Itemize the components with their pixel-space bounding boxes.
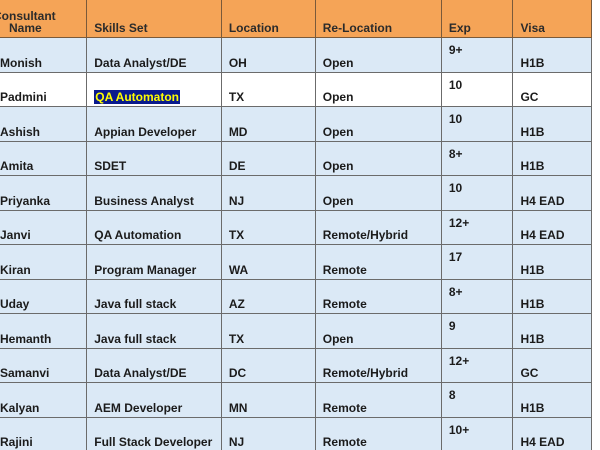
cell-location: NJ xyxy=(220,175,316,211)
cell-name: Ashish xyxy=(0,106,88,142)
cell-visa: H1B xyxy=(512,244,592,280)
table-row: Priyanka Business Analyst NJ Open 10 H4 … xyxy=(0,175,592,211)
cell-location: MD xyxy=(220,106,316,142)
cell-location: DE xyxy=(220,140,316,176)
table-row: Rajini Full Stack Developer NJ Remote 10… xyxy=(0,416,592,450)
cell-visa: H1B xyxy=(512,37,592,73)
header-relocation: Re-Location xyxy=(314,0,442,38)
cell-relocation: Open xyxy=(314,106,442,142)
cell-relocation: Remote xyxy=(314,416,442,450)
cell-skills: SDET xyxy=(86,140,222,176)
cell-skills: Appian Developer xyxy=(86,106,222,142)
table-row: Ashish Appian Developer MD Open 10 H1B xyxy=(0,106,592,142)
cell-name: Amita xyxy=(0,140,88,176)
cell-location: TX xyxy=(220,71,316,107)
cell-skills: QA Automation xyxy=(86,209,222,245)
cell-exp: 8 xyxy=(440,382,514,418)
table-row: Monish Data Analyst/DE OH Open 9+ H1B xyxy=(0,37,592,73)
cell-visa: H4 EAD xyxy=(512,175,592,211)
header-consultant-name: Consultant Name xyxy=(0,0,88,38)
cell-location: MN xyxy=(220,382,316,418)
table-row: Samanvi Data Analyst/DE DC Remote/Hybrid… xyxy=(0,347,592,383)
cell-visa: GC xyxy=(512,347,592,383)
cell-skills: Full Stack Developer xyxy=(86,416,222,450)
cell-skills: Data Analyst/DE xyxy=(86,37,222,73)
cell-relocation: Remote/Hybrid xyxy=(314,347,442,383)
header-location: Location xyxy=(220,0,316,38)
cell-location: DC xyxy=(220,347,316,383)
cell-name: Hemanth xyxy=(0,313,88,349)
cell-name: Rajini xyxy=(0,416,88,450)
highlighted-skill: QA Automaton xyxy=(94,90,180,104)
cell-skills: Data Analyst/DE xyxy=(86,347,222,383)
cell-location: NJ xyxy=(220,416,316,450)
cell-skills: Business Analyst xyxy=(86,175,222,211)
table-row: Hemanth Java full stack TX Open 9 H1B xyxy=(0,313,592,349)
table-row: Uday Java full stack AZ Remote 8+ H1B xyxy=(0,278,592,314)
header-exp: Exp xyxy=(440,0,514,38)
cell-relocation: Open xyxy=(314,71,442,107)
cell-visa: H1B xyxy=(512,313,592,349)
cell-location: AZ xyxy=(220,278,316,314)
cell-relocation: Remote/Hybrid xyxy=(314,209,442,245)
cell-relocation: Remote xyxy=(314,278,442,314)
cell-location: OH xyxy=(220,37,316,73)
cell-skills: AEM Developer xyxy=(86,382,222,418)
cell-relocation: Open xyxy=(314,140,442,176)
table-row: Amita SDET DE Open 8+ H1B xyxy=(0,140,592,176)
cell-name: Samanvi xyxy=(0,347,88,383)
cell-name: Uday xyxy=(0,278,88,314)
table-body: Monish Data Analyst/DE OH Open 9+ H1B Pa… xyxy=(0,37,592,450)
cell-exp: 8+ xyxy=(440,278,514,314)
cell-relocation: Remote xyxy=(314,244,442,280)
cell-skills: Java full stack xyxy=(86,278,222,314)
header-row: Consultant Name Skills Set Location Re-L… xyxy=(0,0,592,38)
cell-exp: 10+ xyxy=(440,416,514,450)
header-visa: Visa xyxy=(512,0,592,38)
table-row: Kalyan AEM Developer MN Remote 8 H1B xyxy=(0,382,592,418)
cell-visa: H1B xyxy=(512,140,592,176)
cell-visa: H4 EAD xyxy=(512,209,592,245)
cell-name: Kiran xyxy=(0,244,88,280)
cell-visa: H1B xyxy=(512,106,592,142)
cell-visa: H1B xyxy=(512,382,592,418)
cell-visa: H4 EAD xyxy=(512,416,592,450)
cell-name: Priyanka xyxy=(0,175,88,211)
table-row: Janvi QA Automation TX Remote/Hybrid 12+… xyxy=(0,209,592,245)
cell-exp: 12+ xyxy=(440,209,514,245)
cell-name: Padmini xyxy=(0,71,88,107)
cell-relocation: Open xyxy=(314,37,442,73)
cell-visa: H1B xyxy=(512,278,592,314)
cell-relocation: Remote xyxy=(314,382,442,418)
cell-exp: 9+ xyxy=(440,37,514,73)
cell-skills: QA Automaton xyxy=(86,71,222,107)
cell-exp: 9 xyxy=(440,313,514,349)
cell-exp: 10 xyxy=(440,175,514,211)
cell-name: Monish xyxy=(0,37,88,73)
cell-relocation: Open xyxy=(314,175,442,211)
table-row: Padmini QA Automaton TX Open 10 GC xyxy=(0,71,592,107)
cell-relocation: Open xyxy=(314,313,442,349)
cell-skills: Program Manager xyxy=(86,244,222,280)
cell-exp: 10 xyxy=(440,106,514,142)
cell-exp: 17 xyxy=(440,244,514,280)
cell-location: TX xyxy=(220,209,316,245)
cell-exp: 12+ xyxy=(440,347,514,383)
cell-exp: 10 xyxy=(440,71,514,107)
cell-name: Janvi xyxy=(0,209,88,245)
cell-name: Kalyan xyxy=(0,382,88,418)
cell-visa: GC xyxy=(512,71,592,107)
cell-location: TX xyxy=(220,313,316,349)
table-row: Kiran Program Manager WA Remote 17 H1B xyxy=(0,244,592,280)
cell-skills: Java full stack xyxy=(86,313,222,349)
cell-location: WA xyxy=(220,244,316,280)
header-skills-set: Skills Set xyxy=(86,0,222,38)
cell-exp: 8+ xyxy=(440,140,514,176)
